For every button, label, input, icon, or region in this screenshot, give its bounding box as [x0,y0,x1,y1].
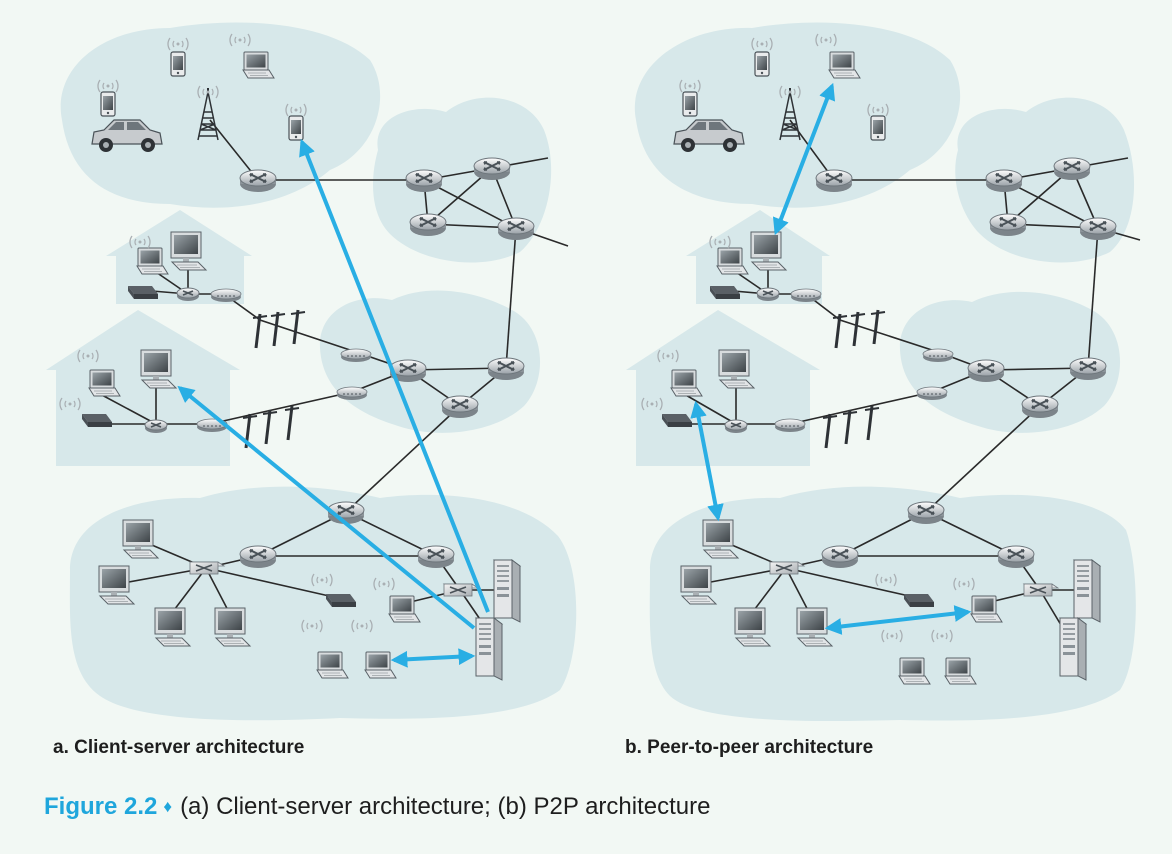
client-server-arrows [177,138,490,668]
figure-caption-text: (a) Client-server architecture; (b) P2P … [180,793,711,820]
home-building-2 [46,310,240,466]
client-server-panel [46,22,577,721]
caption-client-server: a. Client-server architecture [53,737,305,758]
isp-network-cloud-mid [899,291,1121,433]
arrow-server-to-phone [299,138,490,613]
arrow-peer-desktop-to-laptop [824,605,972,635]
arrow-peer-laptop-to-home-desktop [772,82,836,236]
diamond-icon: ♦ [163,797,173,816]
home-building-2 [626,310,820,466]
figure-label: Figure 2.2 [44,793,158,820]
mobile-network-cloud [60,22,381,208]
p2p-panel [626,22,1141,722]
p2p-arrows [690,82,972,635]
caption-peer-to-peer: b. Peer-to-peer architecture [625,737,874,758]
arrow-peer-home-to-enterprise [690,400,724,522]
enterprise-network-cloud [649,486,1136,722]
figure-caption: Figure 2.2 ♦ (a) Client-server architectur… [44,793,710,821]
arrow-server-to-laptop [390,648,476,668]
arrow-server-to-home-desktop [177,385,476,630]
